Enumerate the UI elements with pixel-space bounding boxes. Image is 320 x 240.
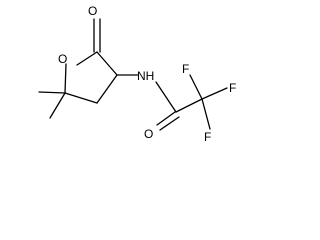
atom-fluorine-top-right: F (229, 81, 236, 95)
bond-c2-to-c3 (96, 51, 118, 76)
atom-ring-oxygen: O (58, 52, 67, 66)
atom-lactone-carbonyl-oxygen: O (88, 4, 97, 18)
bond-cf-top-left (189, 74, 203, 100)
atom-fluorine-top-left: F (182, 62, 189, 76)
bond-amide-c-to-cf3 (175, 98, 203, 113)
bonds (38, 18, 228, 131)
bond-c3-to-c4 (96, 74, 118, 104)
bond-c4-to-c5 (64, 92, 98, 104)
atom-labels: O O NH O F F F (58, 4, 236, 144)
bond-amide-carbonyl-b (159, 116, 180, 131)
bond-c5-to-ring-o (64, 63, 67, 94)
bond-methyl-down (49, 92, 66, 119)
bond-ring-o-to-c2 (76, 51, 98, 66)
atom-fluorine-bottom: F (204, 130, 211, 144)
atom-amide-carbonyl-oxygen: O (144, 127, 153, 141)
bond-n-to-amide-c (155, 81, 177, 113)
bond-cf-top-right (201, 87, 228, 100)
atom-amide-nitrogen: NH (137, 69, 154, 83)
bond-cf-bottom (201, 98, 211, 130)
structure-diagram: O O NH O F F F (38, 4, 236, 144)
bond-amide-carbonyl-a (156, 111, 176, 126)
bond-methyl-left (38, 91, 66, 94)
